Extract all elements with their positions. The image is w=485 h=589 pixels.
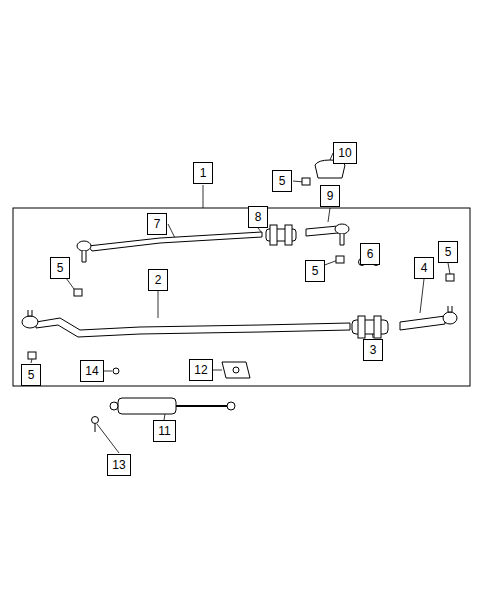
washer [113, 368, 119, 374]
callout-number: 6 [367, 248, 374, 260]
callout-box: 1 [193, 162, 213, 184]
callout-box: 5 [21, 364, 41, 386]
callout-box: 4 [414, 257, 434, 279]
drag-link-end [400, 306, 457, 330]
callout-number: 13 [112, 459, 125, 471]
callout-number: 5 [445, 246, 452, 258]
callout-box: 5 [438, 241, 458, 263]
callout-box: 9 [320, 185, 340, 207]
leader-lines [31, 153, 450, 453]
steering-damper [110, 398, 235, 414]
callout-number: 3 [370, 344, 377, 356]
damper-bracket [222, 362, 250, 378]
callout-box: 14 [80, 360, 104, 382]
callout-number: 2 [155, 274, 162, 286]
callout-number: 1 [200, 167, 207, 179]
callout-box: 10 [333, 142, 357, 164]
callout-box: 8 [248, 206, 268, 228]
callout-box: 12 [189, 359, 213, 381]
callout-number: 5 [279, 175, 286, 187]
callout-number: 5 [312, 265, 319, 277]
callout-box: 5 [305, 260, 325, 282]
callout-number: 4 [421, 262, 428, 274]
callout-number: 5 [28, 369, 35, 381]
tie-rod-end [306, 224, 349, 245]
callout-number: 8 [255, 211, 262, 223]
callout-number: 11 [158, 425, 170, 437]
callout-box: 2 [148, 269, 168, 291]
adjuster-clamp [266, 225, 296, 245]
callout-box: 13 [107, 454, 131, 476]
callout-box: 5 [272, 170, 292, 192]
callout-box: 11 [153, 420, 176, 442]
callout-box: 7 [147, 213, 167, 235]
drag-link-clamp [352, 316, 388, 338]
callout-number: 10 [338, 147, 351, 159]
callout-box: 6 [360, 243, 380, 265]
callout-box: 3 [363, 339, 383, 361]
callout-number: 14 [85, 365, 98, 377]
assembly-frame [13, 208, 470, 386]
drag-link [22, 310, 350, 337]
callout-number: 12 [194, 364, 207, 376]
callout-number: 5 [57, 262, 64, 274]
tie-rod [77, 232, 262, 262]
callout-number: 7 [154, 218, 161, 230]
callout-number: 9 [327, 190, 334, 202]
nuts [28, 178, 454, 359]
callout-box: 5 [50, 257, 70, 279]
bolt [92, 417, 99, 433]
